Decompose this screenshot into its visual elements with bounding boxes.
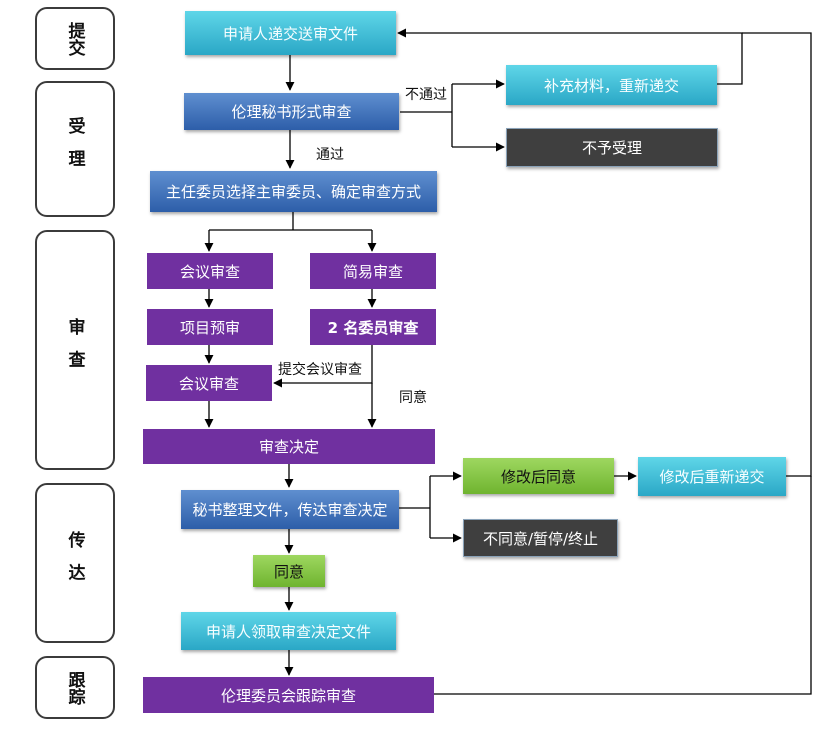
edge-resubmit-back	[742, 32, 812, 477]
edge-label-fail: 不通过	[405, 87, 447, 103]
node-disagree-suspend-stop: 不同意/暂停/终止	[463, 519, 618, 557]
node-two-member-review: 2 名委员审查	[310, 309, 436, 345]
edge-label-pass: 通过	[316, 147, 344, 163]
node-decision: 审查决定	[143, 429, 435, 464]
node-simple-review: 简易审查	[310, 253, 436, 289]
phase-review: 审查	[35, 230, 115, 470]
node-submit-docs: 申请人递交送审文件	[185, 11, 396, 55]
node-agree: 同意	[253, 555, 325, 587]
phase-accept-label: 受理	[64, 116, 85, 182]
node-meeting-review-2: 会议审查	[146, 365, 272, 401]
phase-submit: 提交	[35, 7, 115, 70]
node-resubmit-after-modify: 修改后重新递交	[638, 457, 786, 496]
node-supplement: 补充材料，重新递交	[506, 65, 717, 105]
node-follow-up: 伦理委员会跟踪审查	[143, 677, 434, 713]
node-meeting-review: 会议审查	[147, 253, 273, 289]
phase-track: 跟踪	[35, 656, 115, 719]
node-agree-after-modify: 修改后同意	[463, 458, 614, 494]
edge-label-submit-meeting: 提交会议审查	[278, 362, 362, 378]
edge-followup-back	[434, 476, 812, 695]
node-formal-review: 伦理秘书形式审查	[184, 93, 399, 130]
node-assign: 主任委员选择主审委员、确定审查方式	[150, 171, 437, 212]
node-not-accepted: 不予受理	[506, 128, 718, 167]
phase-review-label: 审查	[64, 317, 85, 383]
node-project-prereview: 项目预审	[147, 309, 273, 345]
node-secretary-convey: 秘书整理文件，传达审查决定	[181, 490, 399, 529]
node-collect-decision: 申请人领取审查决定文件	[181, 612, 396, 650]
edge-supplement-back	[397, 28, 743, 85]
phase-convey: 传达	[35, 483, 115, 643]
edge-label-agree: 同意	[399, 390, 427, 406]
phase-submit-label: 提交	[64, 21, 85, 56]
phase-track-label: 跟踪	[64, 670, 85, 705]
phase-convey-label: 传达	[64, 530, 85, 596]
phase-accept: 受理	[35, 81, 115, 217]
